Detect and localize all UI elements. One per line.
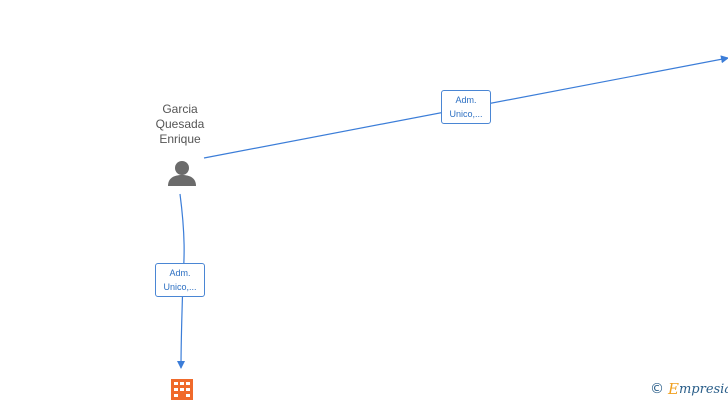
person-icon[interactable] [168,161,196,186]
watermark-initial: E [668,380,679,398]
copyright-icon: © [650,381,664,397]
person-name-line-1: Garcia [162,102,198,116]
edge-label-bottom-line-2: Unico,... [163,282,197,292]
edge-label-top-line-1: Adm. [455,95,477,105]
edge-label-bottom-line-1: Adm. [169,268,191,278]
edge-label-top[interactable]: Adm. Unico,... [441,90,491,124]
person-name-line-3: Enrique [159,132,201,146]
watermark-text: mpresia [678,381,728,397]
building-icon[interactable] [171,379,193,400]
edge-label-top-line-2: Unico,... [449,109,483,119]
edge-label-bottom[interactable]: Adm. Unico,... [155,263,205,297]
person-node-label[interactable]: Garcia Quesada Enrique [140,102,220,147]
person-name-line-2: Quesada [155,117,205,131]
